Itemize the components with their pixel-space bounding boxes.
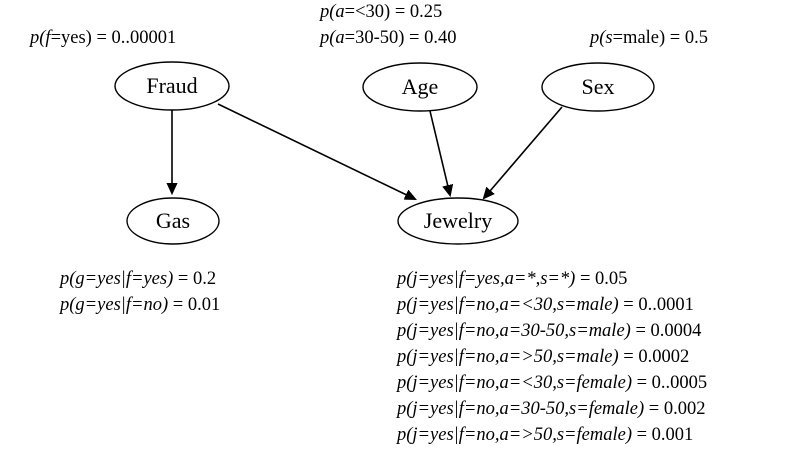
prob-line: p(g=yes|f=no) = 0.01 <box>60 292 220 318</box>
prob-segment: p(j=yes|f=no,a=>50,s=male) <box>397 347 619 367</box>
prob-line: p(j=yes|f=no,a=<30,s=female) = 0..0005 <box>397 370 707 396</box>
prob-line: p(a=30-50) = 0.40 <box>320 25 457 51</box>
prob-segment: p(g=yes|f=yes) <box>60 269 174 289</box>
prob-segment: a <box>335 28 345 48</box>
edge-sex-to-jewelry <box>484 106 563 198</box>
prob-segment: = 0.01 <box>168 295 221 315</box>
prob-line: p(j=yes|f=no,a=30-50,s=male) = 0.0004 <box>397 318 707 344</box>
prob-segment: = 0.0002 <box>618 347 690 367</box>
prob-segment: =male) = 0.5 <box>612 28 708 48</box>
prob-segment: p(g=yes|f=no) <box>60 295 169 315</box>
prob-line: p(s=male) = 0.5 <box>590 25 708 51</box>
prob-segment: = 0.001 <box>632 425 694 445</box>
prob-line: p(f=yes) = 0..00001 <box>30 25 176 51</box>
prob-segment: = 0.0004 <box>630 321 702 341</box>
prob-segment: p( <box>320 28 336 48</box>
prob-line: p(g=yes|f=yes) = 0.2 <box>60 266 220 292</box>
prob-table-fraud: p(f=yes) = 0..00001 <box>30 25 176 51</box>
prob-segment: = 0.05 <box>575 269 628 289</box>
prob-segment: p( <box>590 28 606 48</box>
prob-segment: = 0..0005 <box>632 373 708 393</box>
prob-segment: s <box>605 28 613 48</box>
prob-line: p(a=<30) = 0.25 <box>320 0 457 25</box>
edge-age-to-jewelry <box>429 110 450 195</box>
prob-segment: f <box>45 28 51 48</box>
prob-segment: = 0.2 <box>173 269 217 289</box>
prob-line: p(j=yes|f=no,a=>50,s=female) = 0.001 <box>397 422 707 448</box>
node-jewelry: Jewelry <box>397 197 519 245</box>
edge-fraud-to-jewelry <box>217 103 415 199</box>
prob-segment: p(j=yes|f=no,a=>50,s=female) <box>397 425 632 445</box>
prob-segment: = 0..0001 <box>618 295 694 315</box>
prob-line: p(j=yes|f=no,a=<30,s=male) = 0..0001 <box>397 292 707 318</box>
prob-line: p(j=yes|f=yes,a=*,s=*) = 0.05 <box>397 266 707 292</box>
prob-segment: =30-50) = 0.40 <box>344 28 457 48</box>
prob-segment: p(j=yes|f=no,a=30-50,s=female) <box>397 399 645 419</box>
node-age-label: Age <box>402 74 439 99</box>
prob-segment: =yes) = 0..00001 <box>50 28 177 48</box>
prob-segment: p(j=yes|f=no,a=<30,s=female) <box>397 373 632 393</box>
node-sex-label: Sex <box>582 74 615 99</box>
prob-segment: = 0.002 <box>644 399 706 419</box>
node-age: Age <box>362 62 478 112</box>
node-gas-label: Gas <box>156 208 190 233</box>
node-sex: Sex <box>541 62 655 112</box>
prob-line: p(j=yes|f=no,a=30-50,s=female) = 0.002 <box>397 396 707 422</box>
node-gas: Gas <box>126 197 220 245</box>
prob-segment: p(j=yes|f=no,a=<30,s=male) <box>397 295 619 315</box>
prob-line: p(j=yes|f=no,a=>50,s=male) = 0.0002 <box>397 344 707 370</box>
node-jewelry-label: Jewelry <box>424 208 492 233</box>
node-fraud-label: Fraud <box>146 73 197 98</box>
prob-segment: p(j=yes|f=no,a=30-50,s=male) <box>397 321 631 341</box>
prob-segment: p(j=yes|f=yes,a=*,s=*) <box>397 269 576 289</box>
prob-segment: p( <box>320 2 336 22</box>
prob-segment: =<30) = 0.25 <box>344 2 443 22</box>
node-fraud: Fraud <box>114 61 230 111</box>
prob-segment: p( <box>30 28 46 48</box>
prob-table-sex: p(s=male) = 0.5 <box>590 25 708 51</box>
prob-segment: a <box>335 2 345 22</box>
